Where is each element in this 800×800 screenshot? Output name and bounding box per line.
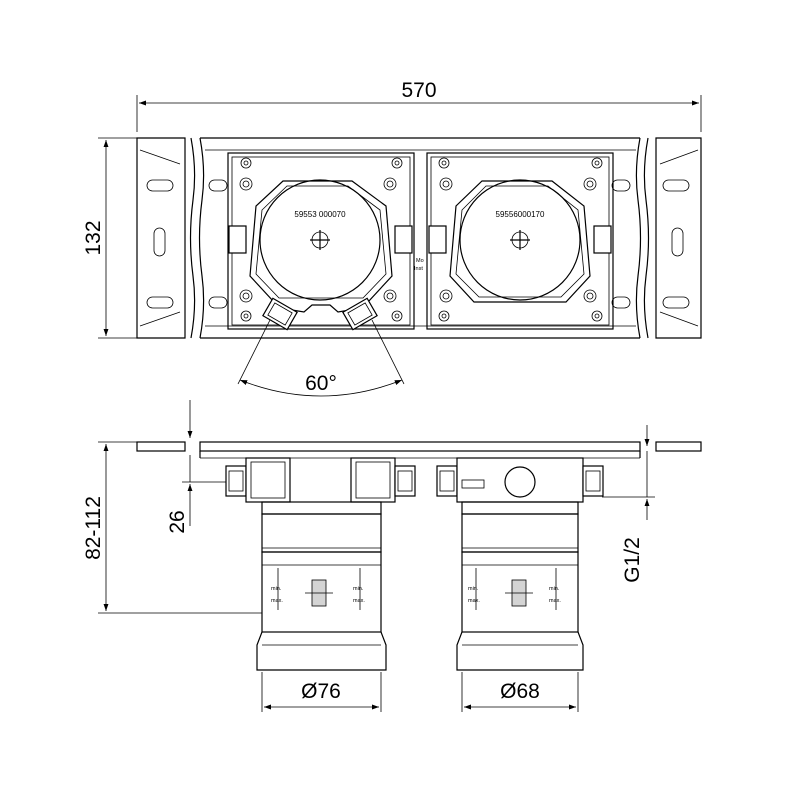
screw-icon	[239, 157, 403, 322]
side-plate	[136, 441, 702, 459]
cross-screw-icon	[310, 230, 330, 250]
scale-max-label: max.	[468, 598, 480, 604]
label-diameter-right: Ø68	[500, 680, 540, 703]
side-note-1: Mo	[416, 258, 424, 264]
dimension-install-depth: 82-112	[82, 441, 262, 614]
dimension-overall-width: 570	[136, 79, 702, 132]
scale-min-label: min.	[549, 586, 560, 592]
screw-icon	[438, 157, 603, 322]
label-angle: 60°	[305, 372, 337, 395]
top-view: 570 132	[82, 79, 702, 397]
right-module-side: min. max. min. max.	[436, 457, 604, 671]
left-mounting-bracket	[136, 137, 205, 339]
mounting-plate	[200, 137, 640, 339]
side-note-2: Inst	[414, 266, 423, 272]
adjustment-scale: min. max. min. max.	[271, 568, 365, 610]
dimension-diameter-left: Ø76	[261, 672, 382, 712]
dimension-thread: G1/2	[602, 425, 655, 583]
dimension-angle: 60°	[237, 319, 405, 397]
right-module-top: 59556000170	[426, 152, 614, 330]
part-number-right: 59556000170	[496, 210, 545, 219]
label-diameter-left: Ø76	[301, 680, 341, 703]
scale-min-label: min.	[353, 586, 364, 592]
dimension-height: 132	[82, 137, 142, 339]
dimension-diameter-right: Ø68	[461, 672, 579, 712]
scale-max-label: max.	[271, 598, 283, 604]
label-overall-width: 570	[401, 79, 436, 102]
label-thread: G1/2	[621, 537, 644, 583]
scale-max-label: max.	[549, 598, 561, 604]
scale-min-label: min.	[468, 586, 479, 592]
left-module-top: 59553 000070 Mo Inst	[227, 152, 424, 331]
label-offset: 26	[166, 510, 189, 533]
dimension-offset: 26	[166, 400, 228, 534]
right-mounting-bracket	[635, 137, 702, 339]
part-number-left: 59553 000070	[294, 210, 346, 219]
label-height: 132	[82, 220, 105, 255]
scale-min-label: min.	[271, 586, 282, 592]
adjustment-scale: min. max. min. max.	[468, 568, 561, 610]
scale-max-label: max.	[353, 598, 365, 604]
left-module-side: min. max. min. max.	[225, 457, 416, 671]
side-view: 82-112 26 G1/2	[82, 400, 702, 712]
label-install-depth: 82-112	[82, 496, 105, 560]
cross-screw-icon	[510, 230, 530, 250]
